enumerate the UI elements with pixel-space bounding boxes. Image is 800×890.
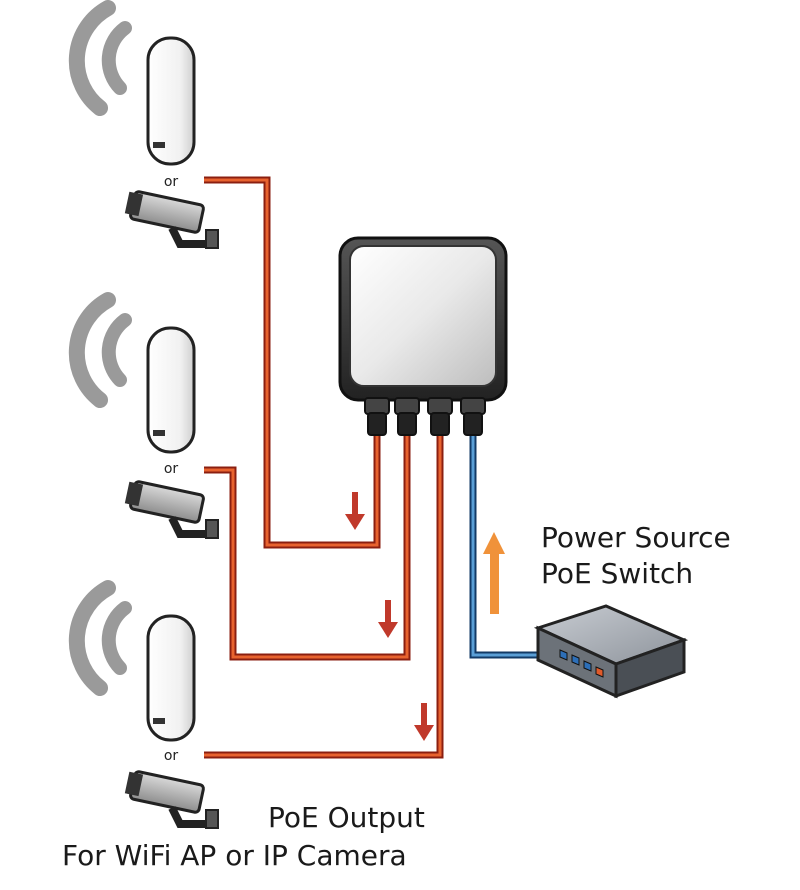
poe-output-label: PoE Output (268, 801, 425, 834)
poe-output-description: For WiFi AP or IP Camera (62, 839, 407, 872)
wifi-access-point-icon (146, 326, 196, 454)
power-direction-down-arrow (378, 600, 398, 638)
poe-extender-enclosure (338, 236, 508, 436)
switch-ports (559, 649, 604, 678)
cable-gland-icon (427, 397, 453, 436)
ip-camera-icon (124, 480, 219, 539)
wifi-signal-icon (68, 292, 132, 408)
device-or-label: or (163, 461, 179, 477)
power-source-label: Power Source (541, 521, 731, 554)
wifi-access-point-icon (146, 36, 196, 166)
cable-gland-icon (460, 397, 486, 436)
power-source-caption: Power Source PoE Switch (541, 520, 731, 592)
ip-camera-icon (124, 770, 219, 829)
poe-switch-label: PoE Switch (541, 557, 694, 590)
device-or-label: or (163, 748, 179, 764)
poe-output-cable (204, 430, 411, 661)
ip-camera-icon (124, 190, 219, 249)
power-direction-down-arrow (414, 703, 434, 741)
wifi-access-point-icon (146, 614, 196, 742)
power-direction-down-arrow (345, 492, 365, 530)
poe-output-cable (204, 176, 381, 549)
poe-input-cable (469, 430, 555, 659)
wifi-signal-icon (68, 0, 132, 116)
cable-gland-icon (364, 397, 390, 436)
device-or-label: or (163, 174, 179, 190)
power-direction-up-arrow (483, 532, 505, 614)
cable-gland-icon (394, 397, 420, 436)
poe-output-cable (204, 430, 444, 759)
wifi-signal-icon (68, 580, 132, 696)
poe-switch-icon (533, 604, 689, 699)
